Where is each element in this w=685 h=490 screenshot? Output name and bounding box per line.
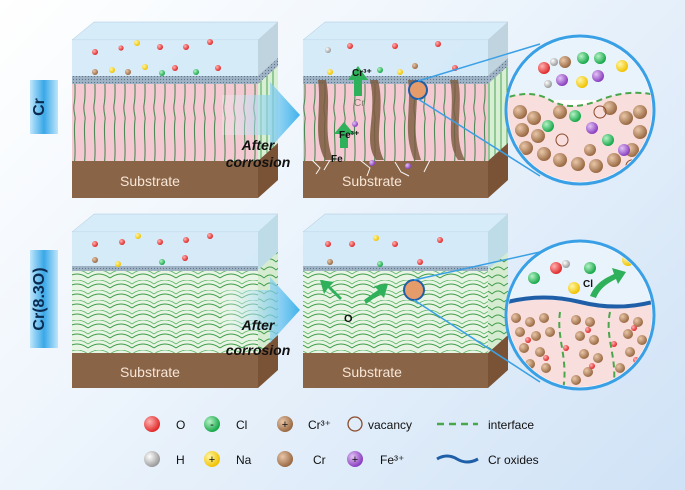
svg-text:vacancy: vacancy	[368, 418, 412, 432]
substrate-label-cr-before: Substrate	[120, 173, 180, 189]
svg-text:-: -	[210, 419, 214, 431]
svg-text:Cl: Cl	[236, 418, 247, 432]
svg-text:Na: Na	[236, 453, 252, 467]
legend-item-h: H	[144, 451, 185, 467]
zoom-spot-cr	[408, 80, 428, 100]
legend-item-na: + Na	[204, 451, 252, 467]
arrow-text-1a: After	[241, 137, 276, 153]
ions-water-cr83o-before	[92, 233, 213, 267]
svg-text:Cr³⁺: Cr³⁺	[308, 418, 331, 432]
cr3-outward-arrow	[348, 66, 368, 96]
svg-text:+: +	[209, 454, 215, 466]
row-label-cr-8-3o: Cr(8.3O)	[30, 250, 58, 348]
brown-sphere-icon	[277, 451, 293, 467]
substrate-label-cr-after: Substrate	[342, 173, 402, 189]
cl-repel-arrow	[590, 268, 626, 298]
brown-plus-sphere-icon	[277, 416, 293, 432]
legend-item-cl: - Cl	[204, 416, 247, 432]
svg-text:+: +	[352, 454, 358, 466]
svg-text:Cr: Cr	[313, 453, 326, 467]
o-left-arrow	[320, 280, 342, 300]
row-label-cr-text: Cr	[31, 98, 48, 116]
arrow-text-2b: corrosion	[226, 342, 291, 358]
yellow-plus-sphere-icon	[204, 451, 220, 467]
fe3-outward-arrow	[334, 122, 354, 148]
o-right-arrow	[364, 284, 388, 304]
svg-text:+: +	[282, 419, 288, 431]
label-cl: Cl	[583, 279, 593, 290]
legend-item-cr3: + Cr³⁺	[277, 416, 331, 432]
ions-water-cr-after	[325, 41, 458, 169]
red-sphere-icon	[144, 416, 160, 432]
legend-item-cr: Cr	[277, 451, 326, 467]
block-cr83o-after: O Substrate	[302, 213, 509, 388]
arrow-text-2a: After	[241, 317, 276, 333]
substrate-label-cr83o-before: Substrate	[120, 364, 180, 380]
svg-text:interface: interface	[488, 418, 534, 432]
svg-text:H: H	[176, 453, 185, 467]
arrow-text-1b: corrosion	[226, 154, 291, 170]
label-cr3: Cr³⁺	[352, 68, 372, 79]
zoom-circle-cr83o: Cl	[504, 239, 656, 391]
after-corrosion-arrow-2: After corrosion	[222, 277, 300, 358]
legend-item-vacancy: vacancy	[347, 416, 412, 432]
after-corrosion-arrow-1: After corrosion	[222, 82, 300, 170]
ions-water-cr-before	[92, 39, 221, 76]
zoom-circle-cr	[504, 34, 656, 186]
grey-sphere-icon	[144, 451, 160, 467]
green-minus-sphere-icon	[204, 416, 220, 432]
cr-oxides-line-icon	[436, 454, 479, 464]
label-o: O	[344, 313, 353, 325]
legend: O - Cl + Cr³⁺ vacancy interface H + Na	[144, 416, 539, 467]
label-cr: Cr	[354, 98, 365, 109]
vacancy-icon	[347, 416, 363, 432]
row-label-cr-8-3o-text: Cr(8.3O)	[31, 267, 48, 330]
substrate-label-cr83o-after: Substrate	[342, 364, 402, 380]
row-label-cr: Cr	[30, 80, 58, 134]
ions-water-cr83o-after	[325, 235, 443, 267]
svg-text:O: O	[176, 418, 185, 432]
svg-text:Cr oxides: Cr oxides	[488, 453, 539, 467]
zoom-spot-cr83o	[403, 279, 425, 301]
legend-item-fe3: + Fe³⁺	[347, 451, 404, 467]
purple-plus-sphere-icon	[347, 451, 363, 467]
label-fe: Fe	[331, 154, 343, 165]
legend-item-interface: interface	[437, 418, 534, 432]
legend-item-cr-oxides: Cr oxides	[436, 453, 539, 467]
legend-item-o: O	[144, 416, 185, 432]
block-cr-after: Cr³⁺ Cr Fe³⁺ Fe Substrate	[302, 21, 509, 198]
label-fe3: Fe³⁺	[339, 130, 359, 141]
svg-text:Fe³⁺: Fe³⁺	[380, 453, 404, 467]
cr-oxide-layer	[508, 295, 652, 309]
